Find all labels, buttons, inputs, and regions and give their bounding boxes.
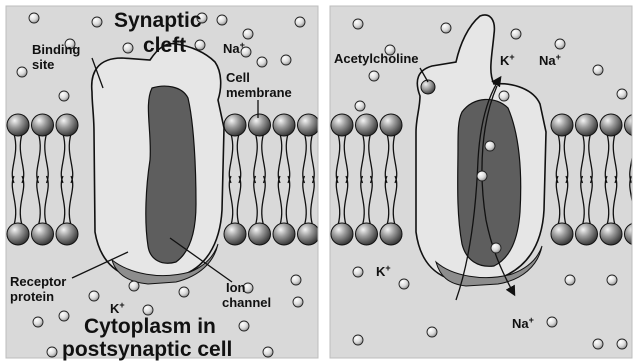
ion-particle (59, 311, 69, 321)
ion-particle (143, 305, 153, 315)
ion-particle (353, 335, 363, 345)
ion-particle (17, 67, 27, 77)
phospholipid-head (7, 223, 29, 245)
cell-membrane-label-line2: membrane (226, 85, 292, 100)
ion-particle (47, 347, 57, 357)
phospholipid-head (56, 223, 78, 245)
phospholipid-head (7, 114, 29, 136)
ion-particle (441, 23, 451, 33)
ion-particle (593, 339, 603, 349)
ion-particle (499, 91, 509, 101)
phospholipid-head (32, 223, 54, 245)
ion-particle (427, 327, 437, 337)
phospholipid-head (32, 114, 54, 136)
ion-particle (593, 65, 603, 75)
ion-particle (555, 39, 565, 49)
ion-particle (257, 57, 267, 67)
na-symbol: Na (223, 41, 240, 56)
binding-site-label-line1: Binding (32, 42, 80, 57)
ion-particle (33, 317, 43, 327)
ion-particle (547, 317, 557, 327)
ion-particle (291, 275, 301, 285)
ion-particle (355, 101, 365, 111)
ion-particle (281, 55, 291, 65)
na-charge: + (556, 52, 561, 62)
ion-particle (29, 13, 39, 23)
ion-particle (353, 267, 363, 277)
phospholipid-head (551, 114, 573, 136)
na-charge: + (529, 315, 534, 325)
receptor-protein-label-line1: Receptor (10, 274, 66, 289)
ion-particle (295, 17, 305, 27)
phospholipid-head (224, 223, 246, 245)
ion-particle (293, 297, 303, 307)
ion-particle (129, 281, 139, 291)
ion-particle (511, 29, 521, 39)
binding-site-label-line2: site (32, 57, 54, 72)
phospholipid-head (356, 114, 378, 136)
phospholipid-head (56, 114, 78, 136)
ion-particle (617, 89, 627, 99)
phospholipid-head (249, 223, 271, 245)
ion-particle (565, 275, 575, 285)
ion-particle (607, 275, 617, 285)
phospholipid-head (380, 223, 402, 245)
ion-particle (617, 339, 627, 349)
phospholipid-head (331, 114, 353, 136)
ion-particle (491, 243, 501, 253)
phospholipid-head (380, 114, 402, 136)
ion-particle (123, 43, 133, 53)
na-charge: + (240, 40, 245, 50)
ion-particle (59, 91, 69, 101)
ion-particle (243, 29, 253, 39)
acetylcholine-label: Acetylcholine (334, 51, 419, 66)
phospholipid-head (551, 223, 573, 245)
phospholipid-head (273, 114, 295, 136)
phospholipid-head (298, 223, 320, 245)
ion-particle (353, 19, 363, 29)
cytoplasm-label-line2: postsynaptic cell (62, 338, 232, 361)
ion-channel-label-line1: Ion (226, 280, 246, 295)
ion-particle (195, 40, 205, 50)
ion-particle (477, 171, 487, 181)
na-symbol: Na (512, 316, 529, 331)
phospholipid-head (331, 223, 353, 245)
phospholipid-head (576, 114, 598, 136)
cell-membrane-label-line1: Cell (226, 70, 250, 85)
phospholipid-head (273, 223, 295, 245)
receptor-protein-label-line2: protein (10, 289, 54, 304)
ion-particle (217, 15, 227, 25)
ion-particle (485, 141, 495, 151)
phospholipid-head (576, 223, 598, 245)
phospholipid-head (249, 114, 271, 136)
ion-channel-pore-open (458, 99, 521, 266)
k-charge: + (385, 263, 390, 273)
ion-particle (89, 291, 99, 301)
ion-channel-pore (146, 86, 196, 263)
phospholipid-head (224, 114, 246, 136)
ion-particle (92, 17, 102, 27)
na-symbol: Na (539, 53, 556, 68)
ion-particle (399, 279, 409, 289)
phospholipid-head (298, 114, 320, 136)
acetylcholine-molecule (421, 80, 435, 94)
ion-particle (179, 287, 189, 297)
k-charge: + (119, 300, 124, 310)
k-charge: + (509, 52, 514, 62)
ion-particle (239, 321, 249, 331)
ion-particle (263, 347, 273, 357)
ion-particle (369, 71, 379, 81)
cytoplasm-label-line1: Cytoplasm in (84, 315, 216, 338)
synaptic-cleft-label-line2: cleft (143, 34, 186, 57)
phospholipid-head (356, 223, 378, 245)
phospholipid-head (600, 223, 622, 245)
phospholipid-head (600, 114, 622, 136)
ion-channel-label-line2: channel (222, 295, 271, 310)
synaptic-cleft-label-line1: Synaptic (114, 9, 202, 32)
receptor-protein (92, 44, 224, 284)
